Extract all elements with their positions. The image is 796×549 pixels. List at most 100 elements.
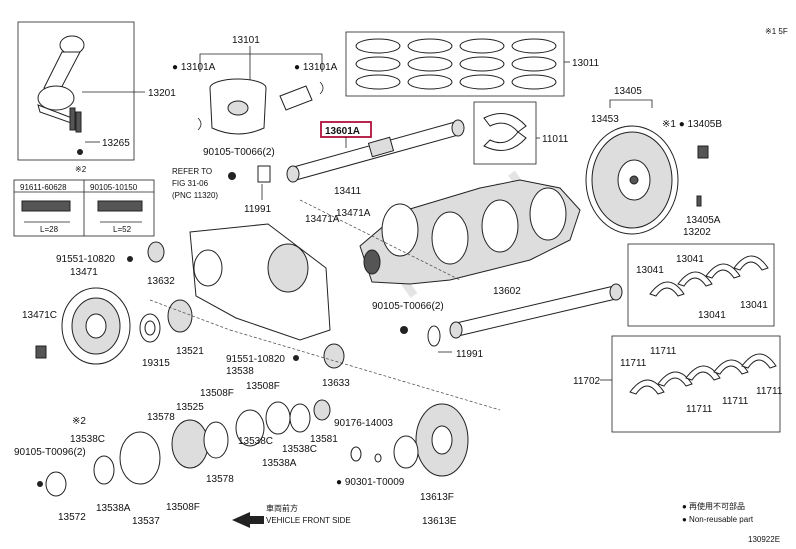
- timing-cover[interactable]: [189, 223, 331, 341]
- label-13265[interactable]: 13265: [102, 138, 130, 149]
- label-11991-upper[interactable]: 11991: [244, 204, 272, 215]
- label-13578-a[interactable]: 13578: [147, 412, 175, 423]
- main-bearings[interactable]: [629, 353, 777, 395]
- label-13538a-a[interactable]: 13538A: [96, 503, 131, 514]
- note-2: ※2: [75, 165, 87, 174]
- label-13538a-b[interactable]: 13538A: [262, 458, 297, 469]
- flywheel[interactable]: [585, 125, 679, 235]
- label-13602[interactable]: 13602: [493, 286, 521, 297]
- label-13508f-c[interactable]: 13508F: [166, 502, 200, 513]
- label-13572[interactable]: 13572: [58, 512, 86, 523]
- label-13041-c[interactable]: 13041: [698, 310, 726, 321]
- label-13201[interactable]: 13201: [148, 88, 176, 99]
- label-13538c-c[interactable]: 13538C: [282, 444, 317, 455]
- label-90301-t0009[interactable]: ● 90301-T0009: [336, 477, 405, 488]
- label-13405[interactable]: 13405: [614, 86, 642, 97]
- bolt-icon: [293, 355, 299, 361]
- label-13521[interactable]: 13521: [176, 346, 204, 357]
- bolt-length-2: L=52: [113, 225, 132, 234]
- thrust-washer[interactable]: [483, 113, 527, 151]
- legend-jp: ● 再使用不可部品: [682, 501, 745, 511]
- label-11991-lower[interactable]: 11991: [456, 349, 484, 360]
- label-13632[interactable]: 13632: [147, 276, 175, 287]
- label-11711-a[interactable]: 11711: [620, 358, 647, 369]
- label-11711-b[interactable]: 11711: [650, 346, 677, 357]
- label-13405a[interactable]: 13405A: [686, 215, 721, 226]
- gasket[interactable]: [374, 453, 382, 463]
- refer-to-line1: REFER TO: [172, 167, 212, 176]
- label-90105-t0066-upper[interactable]: 90105-T0066(2): [203, 147, 275, 158]
- connecting-rod-frame: [17, 21, 135, 161]
- crankshaft[interactable]: [359, 179, 581, 285]
- balance-shaft-upper[interactable]: [286, 119, 465, 183]
- balance-gears[interactable]: [119, 399, 331, 485]
- bolt-icon: [35, 345, 47, 359]
- label-13613e[interactable]: 13613E: [422, 516, 457, 527]
- small-washers[interactable]: [45, 455, 115, 497]
- connecting-rod[interactable]: [37, 35, 85, 133]
- label-13101[interactable]: 13101: [232, 35, 260, 46]
- label-91551-10820-lower[interactable]: 91551-10820: [226, 354, 285, 365]
- label-11711-d[interactable]: 11711: [722, 396, 749, 407]
- bolt-icon: [697, 145, 709, 159]
- sprocket-13613[interactable]: [393, 403, 469, 477]
- label-90105-t0066-lower[interactable]: 90105-T0066(2): [372, 301, 444, 312]
- label-13471c[interactable]: 13471C: [22, 310, 57, 321]
- label-91551-10820-upper[interactable]: 91551-10820: [56, 254, 115, 265]
- label-13633[interactable]: 13633: [322, 378, 350, 389]
- label-13538c-b[interactable]: 13538C: [238, 436, 273, 447]
- crankshaft-pulley[interactable]: [61, 287, 131, 365]
- label-13405b[interactable]: ※1 ● 13405B: [662, 119, 722, 130]
- label-13538[interactable]: 13538: [226, 366, 254, 377]
- label-13578-b[interactable]: 13578: [206, 474, 234, 485]
- label-13525[interactable]: 13525: [176, 402, 204, 413]
- gear-13632[interactable]: [147, 241, 165, 263]
- label-13471a-left[interactable]: 13471A: [305, 214, 340, 225]
- direction-jp: 車両前方: [266, 503, 298, 513]
- label-13202[interactable]: 13202: [683, 227, 711, 238]
- bolt-table-col2: 90105-10150: [90, 183, 138, 192]
- label-13011[interactable]: 13011: [572, 58, 600, 69]
- label-19315[interactable]: 19315: [142, 358, 170, 369]
- label-13471a-right[interactable]: 13471A: [336, 208, 371, 219]
- vehicle-front-arrow: [232, 512, 264, 528]
- label-11011[interactable]: 11011: [542, 134, 569, 145]
- dowel-icon: [696, 195, 702, 207]
- bracket[interactable]: [257, 165, 271, 183]
- label-11702[interactable]: 11702: [573, 376, 601, 387]
- bracket-lower[interactable]: [427, 325, 441, 347]
- piston-ring-frame: [345, 31, 565, 97]
- label-13411[interactable]: 13411: [334, 186, 362, 197]
- label-90176-14003[interactable]: 90176-14003: [334, 418, 393, 429]
- bolt-length-1: L=28: [40, 225, 59, 234]
- label-13041-d[interactable]: 13041: [740, 300, 768, 311]
- label-13508f-a[interactable]: 13508F: [246, 381, 280, 392]
- label-13538c-a[interactable]: 13538C: [70, 434, 105, 445]
- bolt-icon: [228, 172, 236, 180]
- label-13581[interactable]: 13581: [310, 434, 338, 445]
- label-11711-c[interactable]: 11711: [686, 404, 713, 415]
- label-13601a[interactable]: 13601A: [325, 126, 360, 137]
- piston-pin[interactable]: [279, 85, 313, 111]
- rod-bearings[interactable]: [649, 255, 769, 297]
- label-13041-b[interactable]: 13041: [676, 254, 704, 265]
- piston-rings[interactable]: [355, 38, 557, 90]
- label-13101a-right[interactable]: ● 13101A: [294, 62, 338, 73]
- label-13613f[interactable]: 13613F: [420, 492, 454, 503]
- crank-gear-13521[interactable]: [167, 299, 193, 333]
- piston[interactable]: [209, 78, 267, 135]
- label-13041-a[interactable]: 13041: [636, 265, 664, 276]
- label-13537[interactable]: 13537: [132, 516, 160, 527]
- label-13508f-b[interactable]: 13508F: [200, 388, 234, 399]
- label-13453[interactable]: 13453: [591, 114, 619, 125]
- label-11711-e[interactable]: 11711: [756, 386, 783, 397]
- gear-13633[interactable]: [323, 343, 345, 369]
- label-13471[interactable]: 13471: [70, 267, 98, 278]
- label-13101a-left[interactable]: ● 13101A: [172, 62, 216, 73]
- oil-seal-19315[interactable]: [139, 313, 161, 343]
- balance-shaft-lower[interactable]: [449, 283, 623, 339]
- label-90105-t0096[interactable]: 90105-T0096(2): [14, 447, 86, 458]
- plug[interactable]: [350, 446, 362, 462]
- note-2-lower: ※2: [72, 416, 86, 427]
